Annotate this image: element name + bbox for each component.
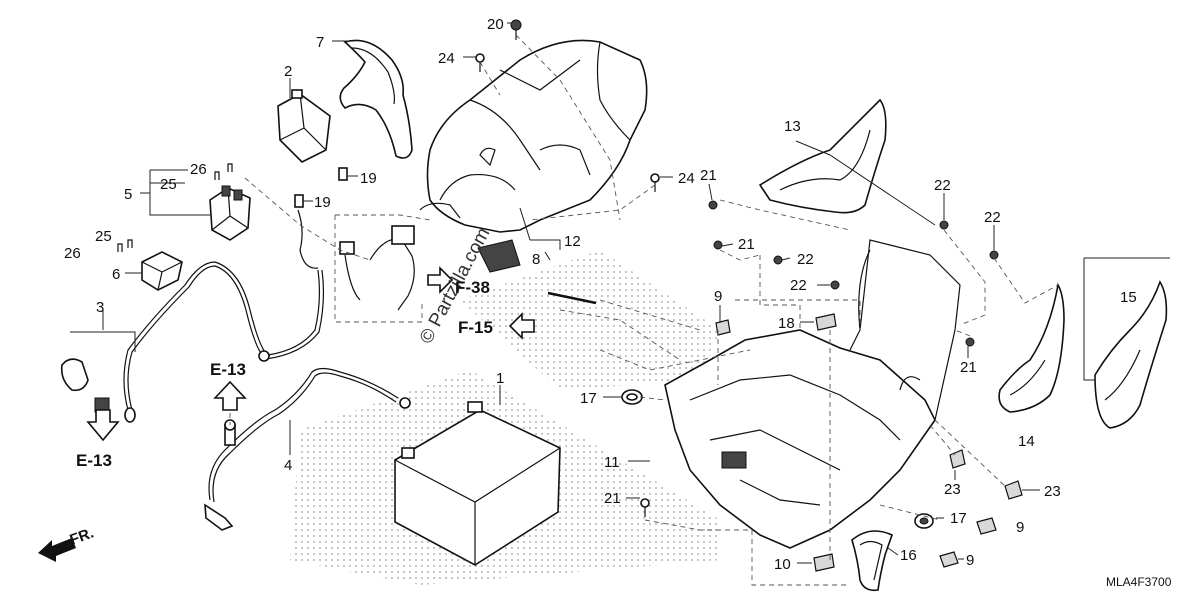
label-14: 14: [1018, 433, 1035, 450]
label-1: 1: [496, 370, 504, 387]
label-24-right: 24: [678, 170, 695, 187]
bolt-long: [547, 291, 597, 305]
label-20: 20: [487, 16, 504, 33]
part-1-battery: [394, 401, 561, 566]
part-9-pad-upper: [715, 319, 731, 336]
label-10: 10: [774, 556, 791, 573]
part-11-battery-box: [664, 239, 961, 549]
label-22-c: 22: [934, 177, 951, 194]
part-15-side-cover: [1094, 280, 1168, 429]
label-13: 13: [784, 118, 801, 135]
screw-21-d: [640, 498, 650, 517]
label-11: 11: [604, 454, 620, 471]
ref-e13-bottom: E-13: [76, 451, 112, 470]
fuse-clips-upper: [214, 163, 233, 180]
fastener-screws: [294, 19, 999, 517]
fuse-lead: [297, 209, 319, 269]
part-9-pad-right: [976, 517, 997, 535]
label-15: 15: [1120, 289, 1137, 306]
front-arrow-icon: [38, 538, 76, 562]
label-26-lower: 26: [64, 245, 81, 262]
e13-up-arrow-icon: [213, 380, 247, 411]
screw-19-b: [294, 194, 304, 208]
label-23-left: 23: [944, 481, 961, 498]
label-23-right: 23: [1044, 483, 1061, 500]
label-12: 12: [564, 233, 581, 250]
e13-down-arrow-icon: [86, 409, 120, 442]
part-16-strap: [851, 530, 893, 592]
label-9-upper: 9: [714, 288, 722, 305]
part-2-fuse-box: [277, 89, 331, 163]
dashed-assembly-lines: [229, 34, 1059, 586]
label-26-upper: 26: [190, 161, 207, 178]
part-18-pad: [815, 313, 837, 331]
label-21-d: 21: [604, 490, 621, 507]
f38-arrow-icon: [427, 266, 454, 294]
part-5-relay: [209, 185, 251, 241]
label-9-lower: 9: [966, 552, 974, 569]
screw-21-b: [713, 240, 723, 250]
part-4-positive-cable: [204, 367, 411, 531]
part-23-clip-right: [1004, 480, 1023, 500]
screw-22-d: [989, 250, 999, 260]
part-number-labels: 1 2 3 4 5 6 7 8 9 9 9 10 11 12 13 14 15 …: [64, 16, 1137, 573]
label-18: 18: [778, 315, 795, 332]
screw-22-c: [939, 220, 949, 230]
part-17-grommet-right: [914, 513, 934, 529]
part-3-negative-cable: [60, 261, 325, 423]
front-label: FR.: [68, 525, 97, 549]
label-22-b: 22: [790, 277, 807, 294]
label-17-right: 17: [950, 510, 967, 527]
ref-f38: F-38: [455, 278, 490, 297]
label-9-right: 9: [1016, 519, 1024, 536]
screw-22-b: [830, 280, 840, 290]
label-8: 8: [532, 251, 540, 268]
part-17-grommet-left: [621, 389, 643, 405]
part-7-cover: [339, 39, 413, 159]
screw-24-top: [475, 53, 485, 72]
label-5: 5: [124, 186, 132, 203]
screw-19-a: [338, 167, 348, 181]
part-9-pad-lower: [939, 551, 959, 568]
ref-e13-top: E-13: [210, 360, 246, 379]
part-12-battery-tray: [419, 39, 648, 233]
ref-f15: F-15: [458, 318, 493, 337]
label-16: 16: [900, 547, 917, 564]
label-3: 3: [96, 299, 104, 316]
screw-21-a: [708, 200, 718, 210]
label-24-top: 24: [438, 50, 455, 67]
leader-lines: [70, 22, 1170, 564]
part-14-side-cover: [998, 282, 1065, 413]
screw-21-c: [965, 337, 975, 347]
screw-24-right: [650, 173, 660, 192]
fuse-clips-lower: [117, 239, 133, 252]
screw-22-a: [773, 255, 783, 265]
bracket-f38: [339, 225, 415, 311]
label-21-c: 21: [960, 359, 977, 376]
screw-20: [510, 19, 522, 40]
label-19-a: 19: [360, 170, 377, 187]
label-22-a: 22: [797, 251, 814, 268]
label-25-upper: 25: [160, 176, 177, 193]
part-6-rubber-cover: [141, 251, 183, 291]
label-17-left: 17: [580, 390, 597, 407]
label-22-d: 22: [984, 209, 1001, 226]
drawing-code: MLA4F3700: [1106, 575, 1172, 589]
label-21-b: 21: [738, 236, 755, 253]
part-8-label-plate: [477, 239, 521, 273]
label-19-b: 19: [314, 194, 331, 211]
part-10-pad: [813, 553, 835, 572]
label-4: 4: [284, 457, 292, 474]
label-21-a: 21: [700, 167, 717, 184]
label-25-lower: 25: [95, 228, 112, 245]
label-6: 6: [112, 266, 120, 283]
label-2: 2: [284, 63, 292, 80]
part-23-clip-left: [949, 449, 966, 469]
f15-arrow-icon: [508, 312, 535, 340]
part-13-side-cover: [758, 98, 887, 214]
label-7: 7: [316, 34, 324, 51]
